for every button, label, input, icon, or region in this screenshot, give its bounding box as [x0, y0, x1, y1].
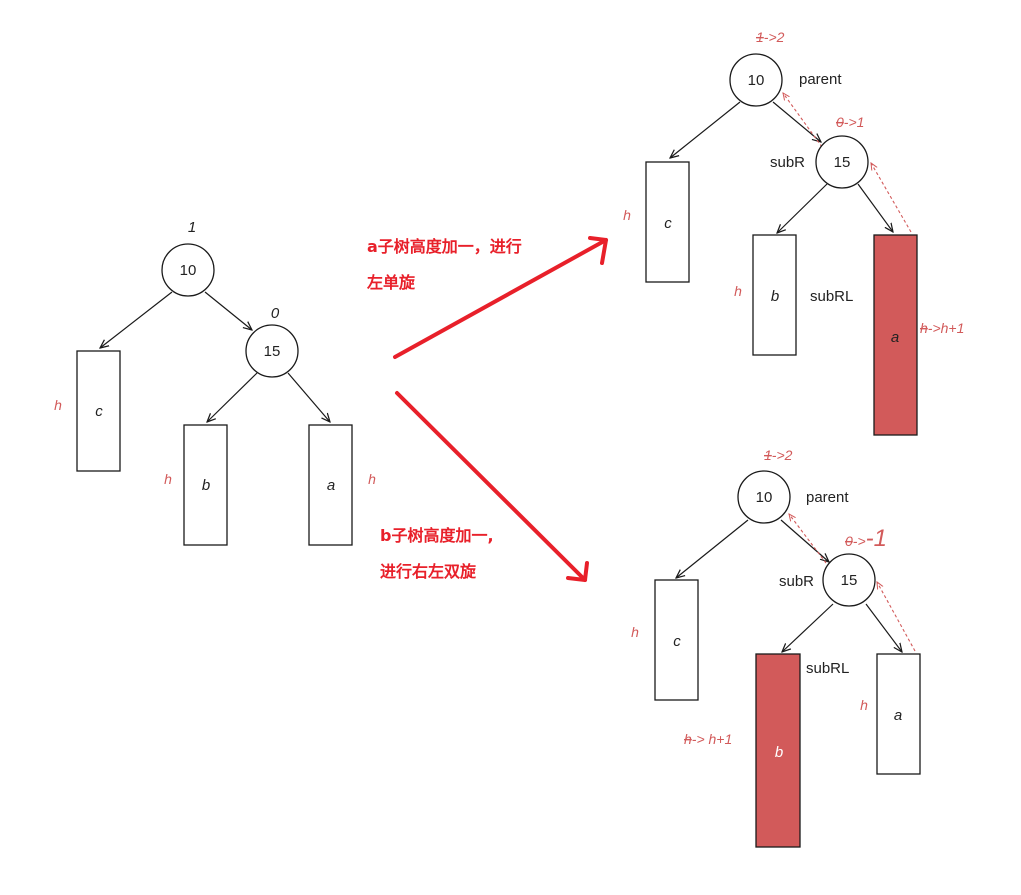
top-height-b: h — [734, 283, 742, 299]
top-dotted-path-a-to-15 — [871, 163, 912, 233]
top-box-c — [645, 161, 690, 283]
left-right-node — [245, 324, 299, 378]
top-height-c: h — [623, 207, 631, 223]
bottom-box-b — [755, 653, 801, 848]
bottom-dotted-path-a-to-15 — [877, 582, 916, 652]
left-box-b-label: b — [202, 477, 210, 494]
top-edge-15-to-a — [857, 183, 893, 232]
bottom-right-value: 15 — [841, 572, 858, 589]
bottom-right-balance-arrow: -> — [853, 533, 866, 549]
left-height-c: h — [54, 397, 62, 413]
top-box-b — [752, 234, 797, 356]
bottom-right-balance: 0->-1 — [845, 525, 887, 552]
bottom-parent-label: parent — [806, 489, 849, 506]
bottom-right-node — [822, 553, 876, 607]
bottom-caption-line2: 进行右左双旋 — [380, 562, 477, 581]
left-tree: 10 1 15 0 c h b h a h — [54, 219, 376, 546]
left-height-b: h — [164, 471, 172, 487]
bottom-transition-arrow — [395, 391, 587, 582]
top-subR-label: subR — [770, 154, 805, 171]
left-box-a — [308, 424, 353, 546]
left-edge-root-to-c — [100, 291, 173, 348]
top-right-node — [815, 135, 869, 189]
bottom-box-a-label: a — [894, 707, 902, 724]
left-box-c — [76, 350, 121, 472]
bottom-box-b-label: b — [775, 744, 783, 761]
bottom-root-balance-new: ->2 — [772, 447, 793, 463]
top-box-a-label: a — [891, 329, 899, 346]
bottom-box-c-label: c — [673, 633, 681, 650]
top-edge-root-to-c — [670, 101, 741, 158]
bottom-height-c: h — [631, 624, 639, 640]
left-box-a-label: a — [327, 477, 335, 494]
top-right-balance: 0->1 — [836, 114, 864, 130]
bottom-height-b-old: h — [684, 731, 692, 747]
top-right-balance-new: ->1 — [844, 114, 865, 130]
top-edge-root-to-15 — [772, 101, 821, 142]
bottom-height-b-new: -> h+1 — [692, 731, 732, 747]
bottom-root-balance-old: 1 — [764, 447, 772, 463]
transition-arrows — [393, 236, 608, 582]
top-parent-label: parent — [799, 71, 842, 88]
top-transition-arrow — [393, 238, 608, 359]
top-root-value: 10 — [748, 72, 765, 89]
bottom-subR-label: subR — [779, 573, 814, 590]
bottom-dotted-path-15-to-10 — [789, 514, 827, 564]
top-dotted-path-15-to-10 — [783, 93, 823, 148]
bottom-root-balance: 1->2 — [764, 447, 793, 463]
bottom-root-value: 10 — [756, 489, 773, 506]
top-root-node — [729, 53, 783, 107]
left-box-c-label: c — [95, 403, 103, 420]
bottom-height-b: h-> h+1 — [684, 731, 732, 747]
top-subRL-label: subRL — [810, 288, 853, 305]
top-root-balance: 1->2 — [756, 29, 785, 45]
bottom-edge-15-to-b — [782, 603, 834, 652]
top-caption-line2: 左单旋 — [366, 273, 416, 292]
top-root-balance-new: ->2 — [764, 29, 785, 45]
top-transition-arrowhead — [588, 236, 608, 265]
bottom-box-c — [654, 579, 699, 701]
bottom-right-balance-new: -1 — [866, 525, 887, 552]
left-root-node — [161, 243, 215, 297]
bottom-right-balance-old: 0 — [845, 533, 853, 549]
bottom-edge-root-to-15 — [780, 519, 829, 562]
left-edge-15-to-a — [287, 372, 330, 422]
top-height-a: h->h+1 — [920, 320, 964, 336]
top-right-balance-old: 0 — [836, 114, 844, 130]
top-right-value: 15 — [834, 154, 851, 171]
bottom-tree: 10 1->2 parent 15 0->-1 subR c h b h-> h… — [631, 447, 921, 848]
bottom-subRL-label: subRL — [806, 660, 849, 677]
bottom-caption-line1: b子树高度加一, — [380, 526, 494, 545]
top-caption-line1: a子树高度加一，进行 — [367, 237, 522, 256]
top-edge-15-to-b — [777, 183, 828, 233]
top-root-balance-old: 1 — [756, 29, 764, 45]
top-tree: 10 1->2 parent 15 0->1 subR c h b h subR… — [623, 29, 964, 436]
left-root-value: 10 — [180, 262, 197, 279]
top-box-c-label: c — [664, 215, 672, 232]
bottom-edge-root-to-c — [676, 519, 749, 578]
left-edge-root-to-15 — [204, 291, 252, 330]
top-box-b-label: b — [771, 288, 779, 305]
bottom-transition-arrowhead — [566, 561, 589, 582]
left-height-a: h — [368, 471, 376, 487]
left-right-value: 15 — [264, 343, 281, 360]
left-edge-15-to-b — [207, 372, 258, 422]
top-box-a — [873, 234, 918, 436]
bottom-root-node — [737, 470, 791, 524]
bottom-edge-15-to-a — [865, 603, 902, 652]
left-root-balance: 1 — [188, 219, 196, 236]
top-height-a-new: ->h+1 — [928, 320, 965, 336]
left-right-balance: 0 — [271, 305, 280, 322]
left-box-b — [183, 424, 228, 546]
bottom-box-a — [876, 653, 921, 775]
top-height-a-old: h — [920, 320, 928, 336]
bottom-height-a: h — [860, 697, 868, 713]
